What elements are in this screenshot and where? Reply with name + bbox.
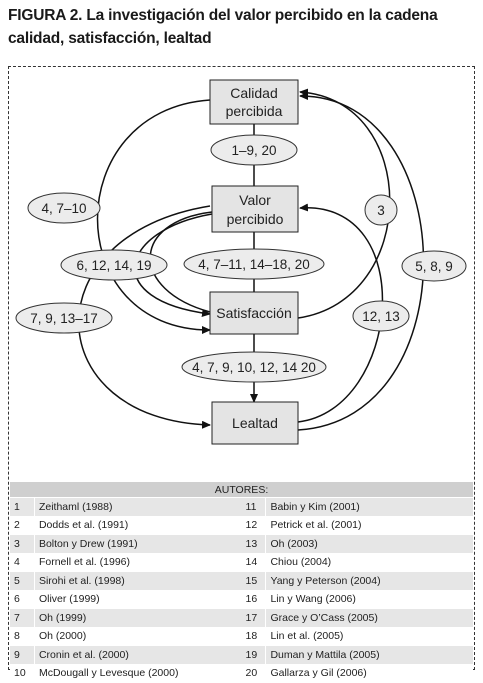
node-calidad-line1: Calidad	[230, 85, 277, 101]
label-4-7-10: 4, 7–10	[27, 192, 101, 224]
author-name: Chiou (2004)	[265, 553, 473, 572]
authors-header-row: AUTORES:	[10, 482, 473, 498]
author-name: Grace y O’Cass (2005)	[265, 608, 473, 628]
author-name: Duman y Mattila (2005)	[265, 645, 473, 665]
node-satisfaccion: Satisfacción	[209, 291, 299, 335]
author-number: 16	[241, 590, 267, 609]
flow-diagram: Calidad percibida Valor percibido Satisf…	[15, 79, 467, 445]
author-number: 20	[241, 664, 267, 683]
node-valor-line2: percibido	[227, 211, 284, 227]
label-4-7-9-10-12-14-20: 4, 7, 9, 10, 12, 14 20	[181, 351, 327, 383]
author-name: Yang y Peterson (2004)	[265, 571, 473, 591]
svg-text:1–9, 20: 1–9, 20	[231, 143, 276, 158]
svg-text:6, 12, 14, 19: 6, 12, 14, 19	[76, 258, 151, 273]
label-4-7-11-14-18-20: 4, 7–11, 14–18, 20	[183, 248, 325, 280]
author-number: 18	[241, 627, 267, 646]
label-1-9-20: 1–9, 20	[210, 134, 298, 166]
author-name: Lin y Wang (2006)	[265, 590, 473, 609]
author-name: Oh (2000)	[34, 627, 242, 646]
author-name: Bolton y Drew (1991)	[34, 534, 242, 554]
node-lealtad-label: Lealtad	[232, 415, 278, 431]
author-name: Lin et al. (2005)	[265, 627, 473, 646]
author-number: 2	[10, 516, 35, 535]
author-name: Babin y Kim (2001)	[265, 497, 473, 517]
edge-calidad-lealtad-left	[96, 99, 211, 334]
author-number: 11	[241, 497, 267, 517]
node-satisfaccion-label: Satisfacción	[216, 305, 291, 321]
node-valor-percibido: Valor percibido	[211, 185, 299, 233]
author-number: 10	[10, 664, 35, 683]
svg-text:4, 7–10: 4, 7–10	[41, 201, 86, 216]
svg-text:3: 3	[377, 203, 385, 218]
author-name: Fornell et al. (1996)	[34, 553, 242, 572]
label-7-9-13-17: 7, 9, 13–17	[15, 302, 113, 334]
svg-text:7, 9, 13–17: 7, 9, 13–17	[30, 311, 98, 326]
author-number: 9	[10, 645, 35, 665]
author-number: 5	[10, 571, 35, 591]
author-number: 17	[241, 608, 267, 628]
node-calidad-line2: percibida	[226, 103, 283, 119]
label-5-8-9: 5, 8, 9	[401, 250, 467, 282]
label-3: 3	[364, 194, 398, 226]
author-name: Gallarza y Gil (2006)	[265, 664, 473, 683]
author-name: McDougall y Levesque (2000)	[34, 664, 242, 683]
author-number: 3	[10, 534, 35, 554]
author-number: 7	[10, 608, 35, 628]
authors-header: AUTORES:	[10, 482, 473, 498]
author-name: Cronin et al. (2000)	[34, 645, 242, 665]
svg-text:5, 8, 9: 5, 8, 9	[415, 259, 453, 274]
author-name: Oh (1999)	[34, 608, 242, 628]
author-number: 13	[241, 534, 267, 554]
author-number: 19	[241, 645, 267, 665]
author-number: 8	[10, 627, 35, 646]
label-12-13: 12, 13	[352, 300, 410, 332]
svg-text:12, 13: 12, 13	[362, 309, 400, 324]
author-name: Dodds et al. (1991)	[34, 516, 242, 535]
node-calidad-percibida: Calidad percibida	[209, 79, 299, 125]
author-number: 1	[10, 497, 35, 517]
author-name: Sirohi et al. (1998)	[34, 571, 242, 591]
author-number: 4	[10, 553, 35, 572]
author-name: Zeithaml (1988)	[34, 497, 242, 517]
author-number: 6	[10, 590, 35, 609]
svg-text:4, 7–11, 14–18, 20: 4, 7–11, 14–18, 20	[198, 257, 310, 272]
author-number: 14	[241, 553, 267, 572]
label-6-12-14-19: 6, 12, 14, 19	[60, 249, 168, 281]
node-valor-line1: Valor	[239, 192, 271, 208]
svg-text:4, 7, 9, 10, 12, 14 20: 4, 7, 9, 10, 12, 14 20	[192, 360, 316, 375]
figure-title: FIGURA 2. La investigación del valor per…	[8, 7, 438, 47]
author-number: 15	[241, 571, 267, 591]
node-lealtad: Lealtad	[211, 401, 299, 445]
author-name: Oliver (1999)	[34, 590, 242, 609]
author-name: Oh (2003)	[265, 534, 473, 554]
author-number: 12	[241, 516, 267, 535]
author-name: Petrick et al. (2001)	[265, 516, 473, 535]
